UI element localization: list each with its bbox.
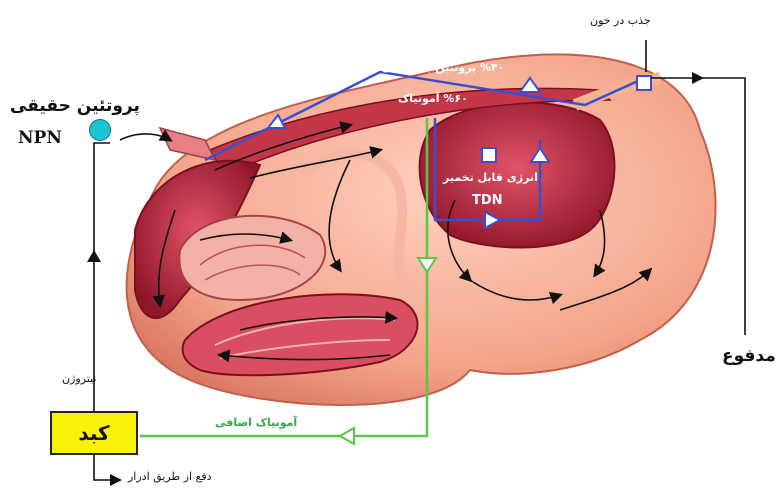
- liver-box: کبد: [50, 411, 138, 455]
- absorb-blood-label: جذب در خون: [590, 14, 651, 27]
- fermentable-energy-label: انرژی قابل تخمیر: [443, 171, 538, 184]
- urine-excretion-label: دفع از طریق ادرار: [128, 470, 212, 483]
- bacterial-protein-label: %۴۰ پروتئین باکتریایی: [382, 61, 504, 74]
- npn-label: NPN: [18, 128, 62, 148]
- urea-label: نیتروژن: [62, 372, 96, 385]
- green-arrow-left: [340, 428, 354, 444]
- blue-square-1: [482, 148, 496, 162]
- ammonia-60-label: %۶۰ آمونیاک: [398, 92, 468, 105]
- excess-ammonia-label: آمونیاک اضافی: [215, 416, 297, 429]
- blue-square-2: [637, 76, 651, 90]
- tdn-label: TDN: [472, 193, 503, 208]
- arrow-urine: [110, 474, 122, 486]
- arrow-right-top: [692, 72, 704, 84]
- true-protein-label: پروتئین حقیقی: [10, 96, 140, 116]
- arrow-up-left: [87, 250, 101, 262]
- npn-dot-icon: [89, 119, 111, 141]
- feces-label: مدفوع: [722, 346, 776, 366]
